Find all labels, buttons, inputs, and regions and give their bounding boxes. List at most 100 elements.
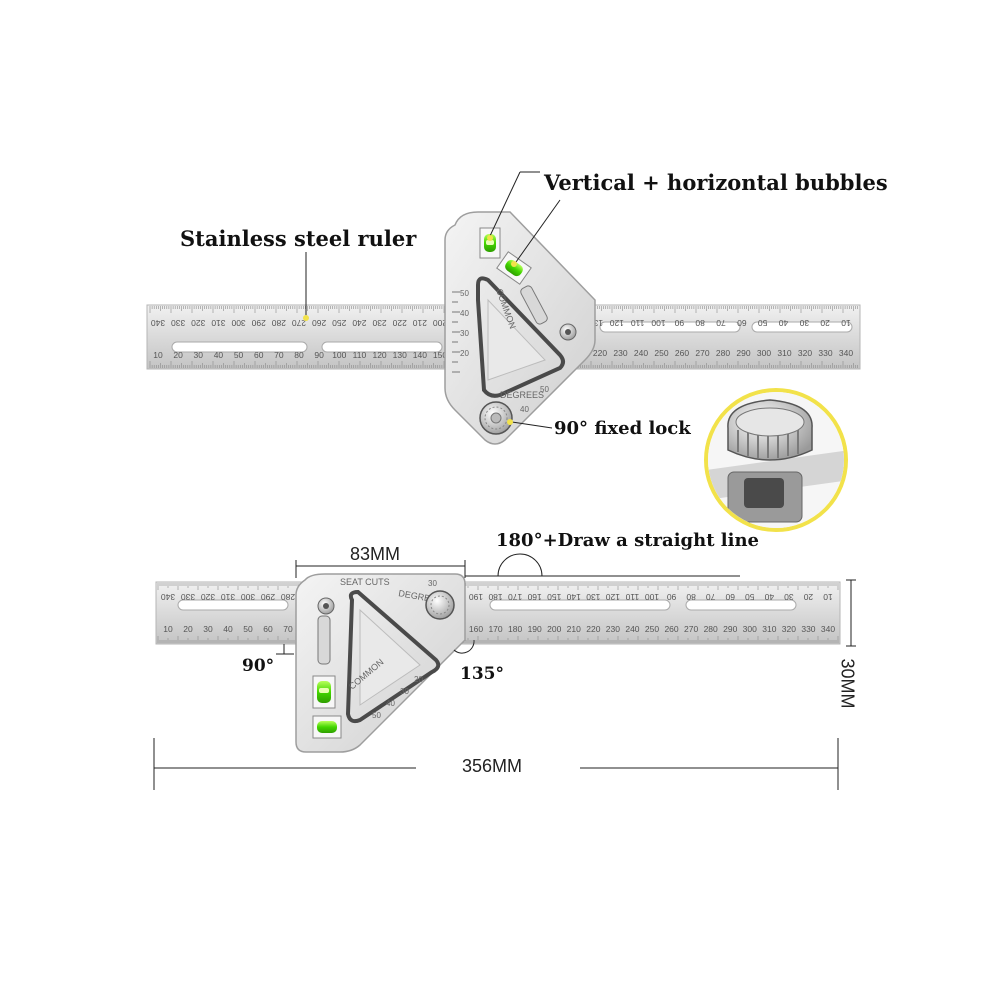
ruler-number: 290 [261,592,275,602]
ruler-number: 90 [674,318,684,328]
ruler-number: 320 [798,348,812,358]
ruler-number: 70 [706,592,716,602]
ruler-number: 60 [254,350,264,360]
ruler-number: 140 [566,592,580,602]
ruler-number: 310 [777,348,791,358]
ruler-number: 330 [801,624,815,634]
bottom-horizontal-bubble [312,715,342,739]
ruler-number: 260 [312,318,326,328]
ruler-number: 290 [736,348,750,358]
ruler-number: 120 [609,318,623,328]
ruler-number: 130 [586,592,600,602]
ruler-number: 300 [241,592,255,602]
ruler-number: 40 [214,350,224,360]
ruler-number: 200 [433,318,447,328]
ruler-number: 50 [745,592,755,602]
svg-text:20: 20 [414,675,423,684]
ruler-number: 300 [231,318,245,328]
ruler-number: 70 [274,350,284,360]
straight-line-callout-label: 180°+Draw a straight line [496,530,760,551]
ruler-number: 110 [353,350,367,360]
ruler-number: 300 [743,624,757,634]
ruler-number: 80 [294,350,304,360]
ruler-number: 40 [223,624,233,634]
svg-text:30: 30 [428,579,437,588]
lock-detail-inset [704,388,848,532]
ruler-number: 190 [528,624,542,634]
ruler-number: 240 [352,318,366,328]
ruler-number: 60 [737,318,747,328]
bottom-ruler: 340 330 320 310 300 290 280 10 20 30 40 50 60 70 190… [155,581,841,645]
ruler-number: 100 [332,350,346,360]
top-vertical-bubble [479,227,501,259]
ruler-number: 10 [163,624,173,634]
top-head-degrees-mark: DEGREES [500,390,544,400]
ruler-number: 60 [725,592,735,602]
ruler-number: 30 [799,318,809,328]
top-callout-lines [303,171,561,429]
ruler-number: 270 [695,348,709,358]
ruler-number: 70 [283,624,293,634]
ruler-number: 110 [631,318,645,328]
ruler-number: 250 [332,318,346,328]
ruler-number: 90 [314,350,324,360]
ruler-number: 50 [243,624,253,634]
ruler-number: 220 [586,624,600,634]
ruler-number: 240 [634,348,648,358]
ruler-number: 150 [433,350,447,360]
ruler-number: 340 [151,318,165,328]
ruler-number: 230 [372,318,386,328]
ruler-number: 230 [606,624,620,634]
ruler-number: 310 [762,624,776,634]
ruler-height-dimension: 30MM [837,658,858,709]
svg-text:50: 50 [540,385,549,394]
angle-135-label: 135° [460,664,504,684]
ruler-callout-label: Stainless steel ruler [180,226,417,251]
ruler-number: 100 [645,592,659,602]
ruler-number: 340 [161,592,175,602]
svg-text:30: 30 [400,687,409,696]
ruler-number: 330 [181,592,195,602]
bottom-ruler-labels-left-forward: 10 20 30 40 50 60 70 [163,624,293,634]
ruler-number: 70 [716,318,726,328]
ruler-number: 320 [191,318,205,328]
ruler-number: 130 [589,318,603,328]
ruler-number: 10 [841,318,851,328]
ruler-number: 20 [803,592,813,602]
top-fixed-lock-knob [479,401,513,435]
ruler-number: 50 [758,318,768,328]
bottom-vertical-bubble [312,675,336,709]
ruler-number: 30 [194,350,204,360]
ruler-number: 100 [651,318,665,328]
ruler-number: 20 [173,350,183,360]
ruler-number: 40 [764,592,774,602]
ruler-number: 280 [281,592,295,602]
ruler-number: 200 [547,624,561,634]
ruler-number: 320 [201,592,215,602]
ruler-number: 170 [508,592,522,602]
svg-text:40: 40 [386,699,395,708]
ruler-number: 300 [757,348,771,358]
ruler-number: 240 [625,624,639,634]
ruler-number: 210 [567,624,581,634]
ruler-number: 50 [234,350,244,360]
ruler-number: 340 [839,348,853,358]
ruler-number: 160 [527,592,541,602]
ruler-number: 30 [784,592,794,602]
ruler-number: 150 [547,592,561,602]
ruler-number: 180 [508,624,522,634]
ruler-number: 60 [263,624,273,634]
svg-text:50: 50 [372,711,381,720]
bottom-fixed-lock-knob [425,590,455,620]
ruler-number: 20 [183,624,193,634]
ruler-number: 310 [221,592,235,602]
ruler-number: 190 [469,592,483,602]
ruler-number: 30 [203,624,213,634]
top-horizontal-bubble [496,251,532,285]
svg-text:20: 20 [460,349,469,358]
